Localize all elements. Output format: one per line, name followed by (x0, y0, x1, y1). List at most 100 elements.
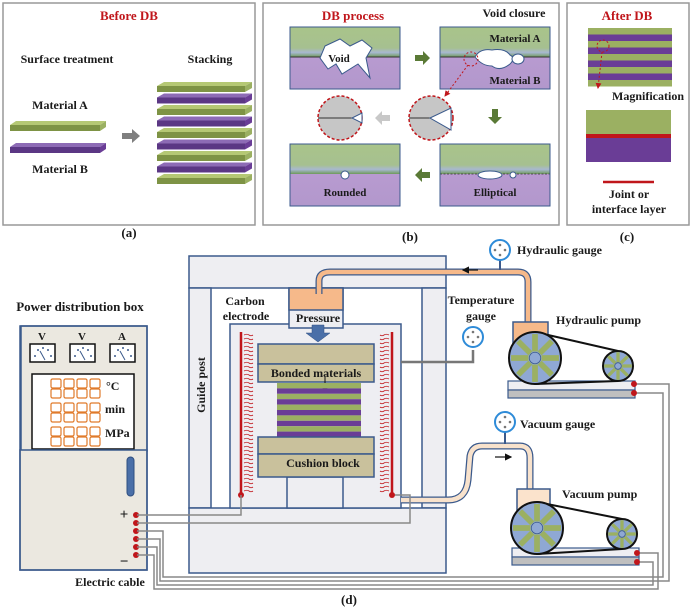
digit-segment (76, 402, 88, 413)
magnified-crack-small (317, 95, 363, 141)
tile-rounded: Rounded (289, 143, 401, 207)
magnified-crack-large (408, 95, 454, 141)
stack-plate-b (157, 93, 252, 104)
vacuum-gauge-label: Vacuum gauge (520, 417, 596, 431)
digit-segment (76, 378, 88, 389)
tile-void: Void (289, 26, 401, 90)
minus-terminal-label: − (120, 554, 129, 570)
digit-segment (76, 412, 88, 423)
stack-plate-a (157, 128, 252, 138)
meter-needle (39, 350, 46, 361)
stack-plate-a (157, 105, 252, 115)
meter-label: A (118, 331, 126, 343)
workpiece-layer-a (277, 415, 361, 421)
meter-face (109, 343, 136, 363)
temperature-gauge-line2: gauge (466, 309, 497, 323)
digit-segment (76, 426, 88, 437)
unit-minutes: min (105, 402, 125, 416)
pressure-arrow-icon (305, 324, 331, 343)
hydraulic-gauge (489, 239, 511, 270)
digit-segment (89, 436, 101, 447)
digit-segment (89, 378, 101, 389)
layer-b (588, 47, 672, 54)
meter-a-2: A (109, 331, 136, 363)
carbon-electrode-right (379, 332, 395, 498)
meter-face (69, 343, 96, 363)
workpiece-layer-b (277, 420, 361, 427)
layer-b (588, 73, 672, 80)
workpiece-layer-a (277, 426, 361, 432)
digit-segment (50, 426, 62, 437)
workpiece-stack (277, 383, 361, 437)
green-arrow-right-icon (415, 51, 430, 65)
elliptical-label: Elliptical (474, 187, 517, 199)
carbon-electrode-left (238, 332, 254, 498)
plate-material-a (10, 121, 106, 131)
digit-segment (63, 388, 75, 399)
digit-segment (50, 436, 62, 447)
void-closure-label: Void closure (482, 6, 546, 20)
panel-a-caption: (a) (121, 225, 136, 240)
stack-plate-b (157, 162, 252, 173)
power-switch[interactable] (126, 456, 135, 497)
meter-label: V (38, 331, 46, 343)
digit-segment (63, 402, 75, 413)
magnification-label: Magnification (612, 89, 684, 103)
gray-arrow-icon (122, 129, 140, 143)
vacuum-pump-label: Vacuum pump (562, 487, 638, 501)
layer-a (588, 28, 672, 35)
digit-segment (50, 402, 62, 413)
layer-a (588, 80, 672, 87)
carbon-electrode-line2: electrode (223, 309, 270, 323)
digit-segment (63, 436, 75, 447)
panel-b-title: DB process (322, 8, 384, 23)
digit-segment (89, 402, 101, 413)
terminal (133, 552, 139, 558)
digit-segment (63, 426, 75, 437)
digit-segment (63, 412, 75, 423)
digit-segment (76, 436, 88, 447)
meter-needle (119, 350, 126, 361)
material-b-label: Material B (32, 162, 88, 176)
pump-wheel-small (606, 518, 638, 550)
green-arrow-down-icon (488, 109, 502, 124)
panel-d-caption: (d) (341, 592, 357, 607)
meter-v-1: V (69, 331, 96, 363)
hydraulic-line (315, 268, 532, 323)
tile-material-a-label: Material A (489, 33, 540, 45)
stack-plate-b (157, 139, 252, 150)
electric-cable-label: Electric cable (75, 575, 145, 589)
green-arrow-left-icon (415, 168, 430, 182)
terminal (133, 512, 139, 518)
bonded-laminate (588, 28, 672, 87)
electric-cables (137, 383, 670, 590)
layer-a (588, 67, 672, 74)
digit-segment (63, 378, 75, 389)
digit-segment (89, 426, 101, 437)
vacuum-line (401, 442, 534, 504)
workpiece-layer-b (277, 399, 361, 405)
meter-v-0: V (29, 331, 56, 363)
pump-wheel-large (510, 501, 564, 555)
workpiece-layer-a (277, 404, 361, 410)
plate-material-b (10, 143, 106, 153)
tile-elliptical: Elliptical (439, 143, 551, 207)
digit-segment (50, 388, 62, 399)
stack-plate-b (157, 116, 252, 127)
panel-db-process: DB process Void closure Void Material A … (262, 2, 560, 244)
terminal (133, 520, 139, 526)
rounded-label: Rounded (324, 187, 367, 199)
unit-celsius: °C (106, 379, 119, 393)
digit-segment (89, 388, 101, 399)
panel-before-db: Before DB Surface treatment Stacking Mat… (2, 2, 256, 240)
digit-segment (50, 412, 62, 423)
stacking-label: Stacking (188, 52, 233, 66)
panel-c-title: After DB (602, 8, 653, 23)
drive-belt (536, 501, 623, 555)
panel-a-title: Before DB (100, 8, 158, 23)
bonded-materials-label: Bonded materials (271, 366, 362, 380)
digit-segment (50, 378, 62, 389)
terminal (133, 536, 139, 542)
